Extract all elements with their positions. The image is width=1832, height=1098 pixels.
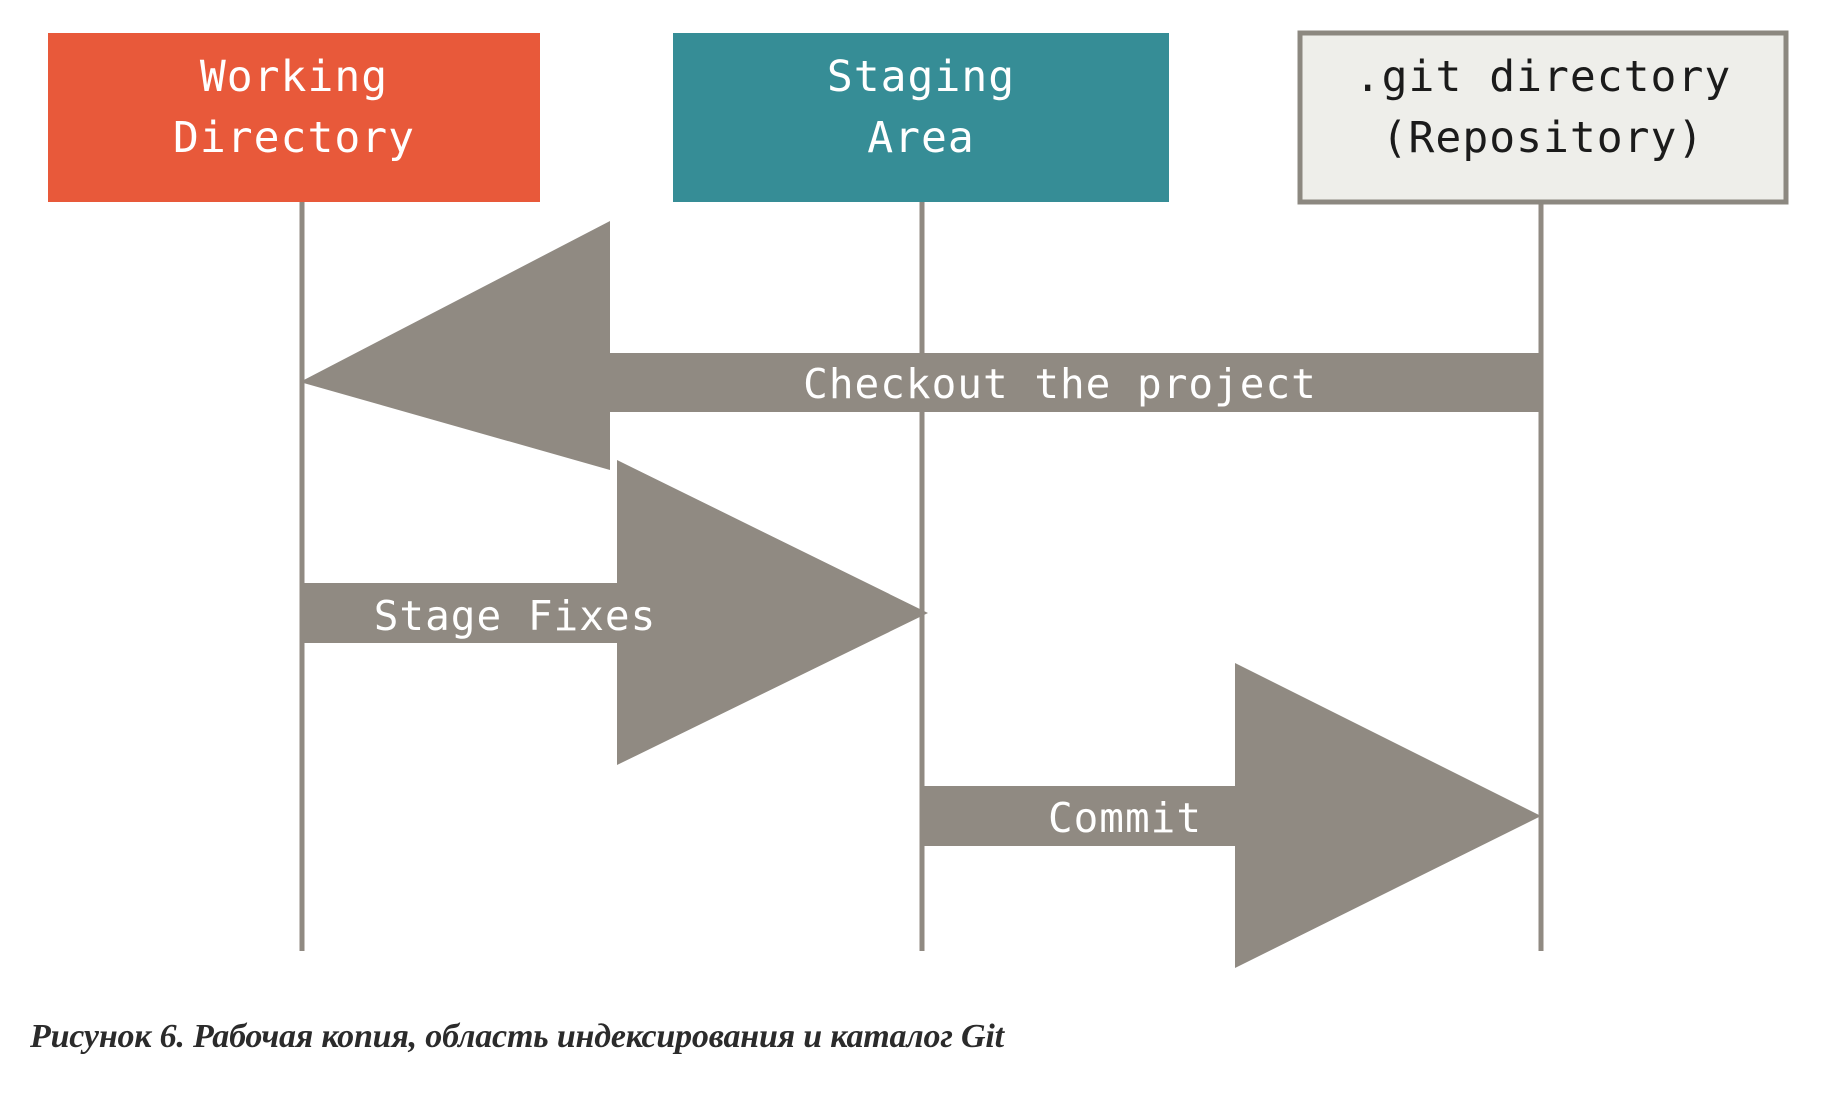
arrow-checkout: Checkout the project [300,221,1541,470]
arrow-commit-label: Commit [1048,794,1202,842]
node-working-directory-box [48,33,540,202]
node-staging-area-box [673,33,1169,202]
arrow-checkout-label: Checkout the project [803,360,1317,408]
arrow-stage-fixes-label: Stage Fixes [374,592,657,640]
node-repository[interactable]: .git directory (Repository) [1297,30,1789,205]
node-staging-area-line2: Area [867,113,975,163]
node-working-directory-line1: Working [200,52,388,102]
node-staging-area[interactable]: Staging Area [673,33,1169,202]
git-workflow-diagram: Checkout the project Stage Fixes Commit … [48,30,1789,968]
arrow-stage-fixes: Stage Fixes [302,460,928,765]
arrow-stage-fixes-shape [302,460,928,765]
node-staging-area-line1: Staging [827,52,1015,102]
arrow-commit-shape [922,663,1541,968]
node-repository-box [1297,30,1789,205]
node-repository-line1: .git directory [1355,52,1731,102]
node-working-directory[interactable]: Working Directory [48,33,540,202]
figure-caption: Рисунок 6. Рабочая копия, область индекс… [30,1018,1004,1055]
arrow-commit: Commit [922,663,1541,968]
arrow-checkout-shape [300,221,1541,470]
node-repository-line2: (Repository) [1382,113,1705,163]
node-working-directory-line2: Directory [173,113,415,163]
